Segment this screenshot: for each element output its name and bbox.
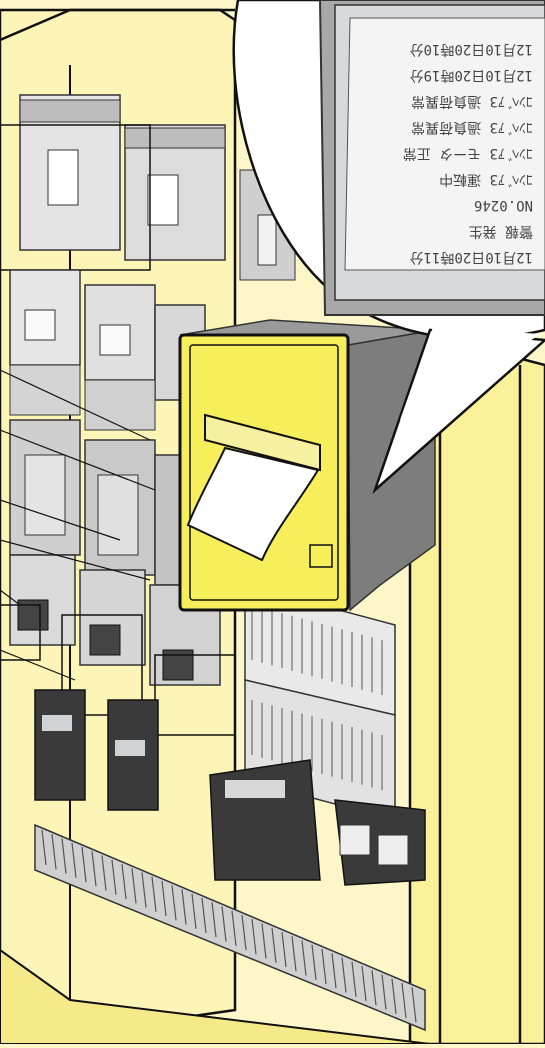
receipt-line: ｺﾝﾍﾞｱ3 過負荷異常 [411,93,533,109]
contactor-2-face [100,325,130,355]
breaker-2-switch [148,175,178,225]
magnified-printer-window: 12月10日20時10分 12月10日20時19分 ｺﾝﾍﾞｱ3 過負荷異常 ｺﾝﾍﾞ… [320,0,545,315]
receipt-line: 12月10日20時11分 [410,249,533,265]
receipt-line: NO.0246 [474,197,533,213]
receipt-line: 12月10日20時10分 [410,41,533,57]
receipt-line: ｺﾝﾍﾞｱ3 過負荷異常 [411,119,533,135]
receipt-line: 警報 発生 [469,223,533,239]
receipt-line: 12月10日20時19分 [410,67,533,83]
power-supply-1-label [225,780,285,798]
overload-1 [10,365,80,415]
drive-2-panel [98,475,138,555]
drive-1-panel [25,455,65,535]
controller-2-display [90,625,120,655]
breaker-2-terminals [125,128,225,148]
power-supply-1 [210,760,320,880]
meter-1 [35,690,85,800]
receipt-line: ｺﾝﾍﾞｱ3 モータ 正常 [403,145,533,161]
meter-1-readout [42,715,72,731]
power-supply-2-socket-a [340,825,370,855]
breaker-1-switch [48,150,78,205]
side-module-window [258,215,276,265]
meter-2-readout [115,740,145,756]
overload-2 [85,380,155,430]
contactor-1-face [25,310,55,340]
breaker-1-terminals [20,100,120,122]
power-supply-2-socket-b [378,835,408,865]
receipt-line: ｺﾝﾍﾞｱ3 運転中 [439,171,533,187]
